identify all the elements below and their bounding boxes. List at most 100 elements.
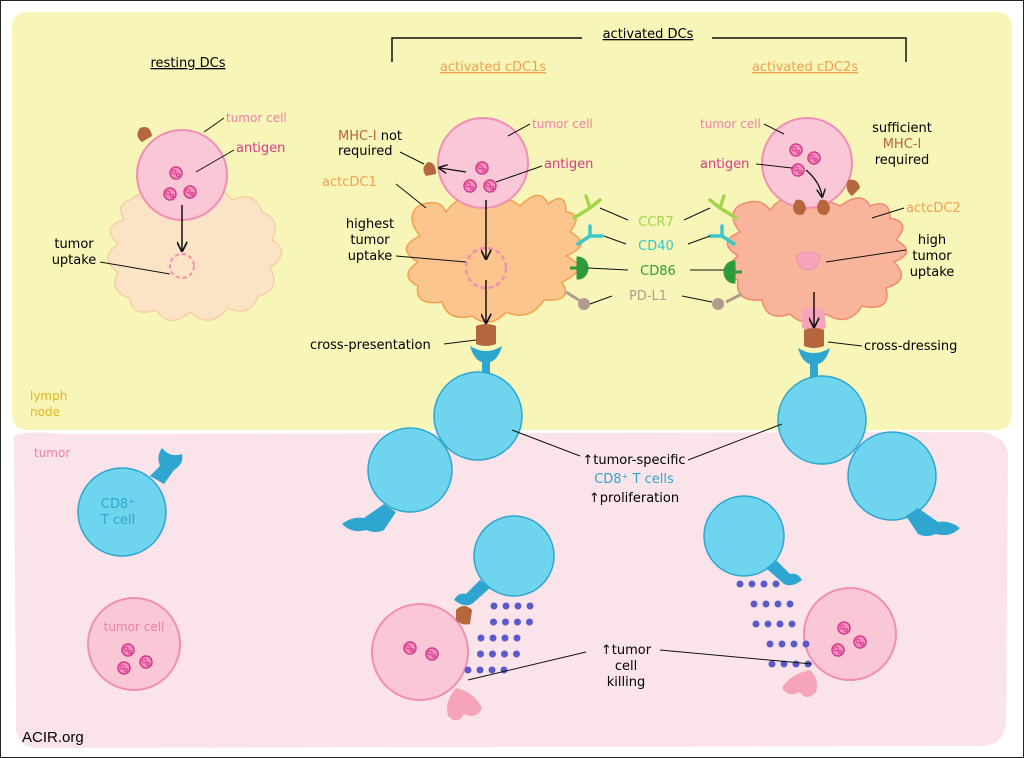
tcr-receptor	[906, 508, 960, 536]
antigen-blob	[463, 179, 477, 193]
tumor-cell-resting	[87, 597, 181, 691]
tcell-note-line2: CD8⁺ T cells	[594, 472, 674, 487]
cdc1-mhc-knob	[423, 162, 436, 176]
tcr-receptor	[342, 504, 396, 532]
tcr-receptor	[454, 580, 490, 606]
cytotoxic-granule	[772, 580, 780, 588]
leader-line	[589, 295, 713, 305]
cytotoxic-granule	[764, 620, 772, 628]
leader-line	[99, 261, 171, 275]
text-line: uptake	[348, 249, 393, 264]
leader-line	[599, 207, 711, 221]
cytotoxic-granule	[762, 600, 770, 608]
resting-dcs-title: resting DCs	[150, 56, 225, 71]
cdc1-mhc-arrow	[440, 168, 467, 172]
cdc2-mhc-arrow	[805, 169, 822, 196]
cdc1-vesicle	[464, 246, 508, 290]
activated-bracket	[391, 37, 907, 62]
cdc2-mhc-label-line2: MHC-I	[883, 137, 922, 152]
cd8-t-cell	[77, 467, 167, 557]
antigen-blob	[425, 647, 439, 661]
ccr7-receptor	[572, 194, 602, 220]
antigen-blob	[121, 643, 135, 657]
leader-line	[755, 163, 793, 169]
killer-t-cell	[703, 495, 785, 577]
tcr-receptor	[798, 348, 830, 390]
leader-line	[587, 267, 724, 271]
antigen-blob	[169, 166, 183, 180]
tcr-receptor	[766, 560, 802, 586]
text-line: lymph	[30, 389, 67, 403]
pdl1-receptor	[712, 298, 724, 310]
pdl1-receptor	[578, 298, 590, 310]
cdc2-mhc-label-line3: required	[875, 153, 929, 168]
cytotoxic-granule	[477, 634, 485, 642]
cytotoxic-granule	[488, 666, 496, 674]
cytotoxic-granule	[502, 618, 509, 626]
cdc1-antigen-label: antigen	[544, 157, 593, 172]
cytotoxic-granule	[736, 580, 744, 588]
cytotoxic-granule	[501, 634, 509, 642]
mhc-knob	[456, 606, 472, 625]
cytotoxic-granule	[501, 650, 508, 658]
cd40-receptor	[708, 224, 736, 246]
cdc2-mhc-knob	[817, 199, 830, 216]
cdc2-mhc-label: sufficient	[872, 121, 932, 136]
text-line: tumor	[912, 249, 952, 264]
tcr-receptor	[470, 346, 502, 390]
cytotoxic-granule	[490, 602, 498, 610]
cdc1-title: activated cDC1s	[440, 60, 546, 75]
target-tumor-cell	[371, 603, 469, 701]
antigen-blob	[475, 161, 489, 175]
antigen-blob	[807, 151, 821, 165]
cytotoxic-granule	[766, 640, 774, 648]
cytotoxic-granule	[802, 640, 810, 648]
acir-credit: ACIR.org	[22, 729, 84, 746]
cytotoxic-granule	[489, 634, 497, 642]
cytotoxic-granule	[476, 666, 484, 674]
t-cell	[367, 427, 453, 513]
ccr7-label: CCR7	[638, 215, 673, 230]
antigen-blob	[789, 143, 803, 157]
leader-line	[203, 117, 225, 133]
cdc1-mhc-label: MHC-I not	[338, 129, 402, 144]
leader-line	[395, 255, 467, 263]
antigen-blob	[163, 187, 177, 201]
cytotoxic-granule	[477, 650, 484, 658]
cytotoxic-granule	[750, 600, 758, 608]
cdc2-mhc-presenting	[804, 328, 824, 348]
text-line: ↑tumor	[601, 643, 652, 658]
text-line: killing	[607, 675, 645, 690]
antigen-blob	[403, 641, 417, 655]
text-line: node	[30, 405, 60, 419]
cytotoxic-granule	[774, 600, 782, 608]
antigen-blob	[791, 163, 805, 177]
cytotoxic-granule	[514, 618, 521, 626]
resting-tumor-cell-label: tumor cell	[226, 111, 287, 125]
cdc2-uptake-blob	[795, 251, 821, 271]
cdc1-cell-label: actcDC1	[322, 175, 377, 190]
cdc1-mhc-label-line2: required	[338, 144, 392, 159]
cdc2-tumor-cell	[761, 117, 853, 209]
text-line: tumor	[350, 233, 390, 248]
cdc2-tumor-cell-label: tumor cell	[700, 117, 761, 131]
cdc1-mhc-presenting	[476, 324, 496, 346]
text-line: cell	[615, 659, 637, 674]
cytotoxic-granule	[792, 660, 800, 668]
leader-line	[443, 339, 477, 345]
cytotoxic-granule	[788, 620, 796, 628]
antigen-blob	[831, 643, 845, 657]
text-line: high	[918, 233, 946, 248]
tcr-receptor	[150, 448, 183, 484]
leader-line	[825, 249, 907, 263]
text-line: uptake	[910, 265, 955, 280]
ccr7-receptor	[708, 194, 738, 220]
text-line: CD8⁺	[101, 497, 135, 512]
activated-dcs-title: activated DCs	[603, 27, 694, 42]
antigen-blob	[139, 655, 153, 669]
resting-mhc-knob	[137, 127, 152, 142]
cross-presentation-label: cross-presentation	[310, 338, 431, 353]
cd86-label: CD86	[640, 264, 676, 279]
